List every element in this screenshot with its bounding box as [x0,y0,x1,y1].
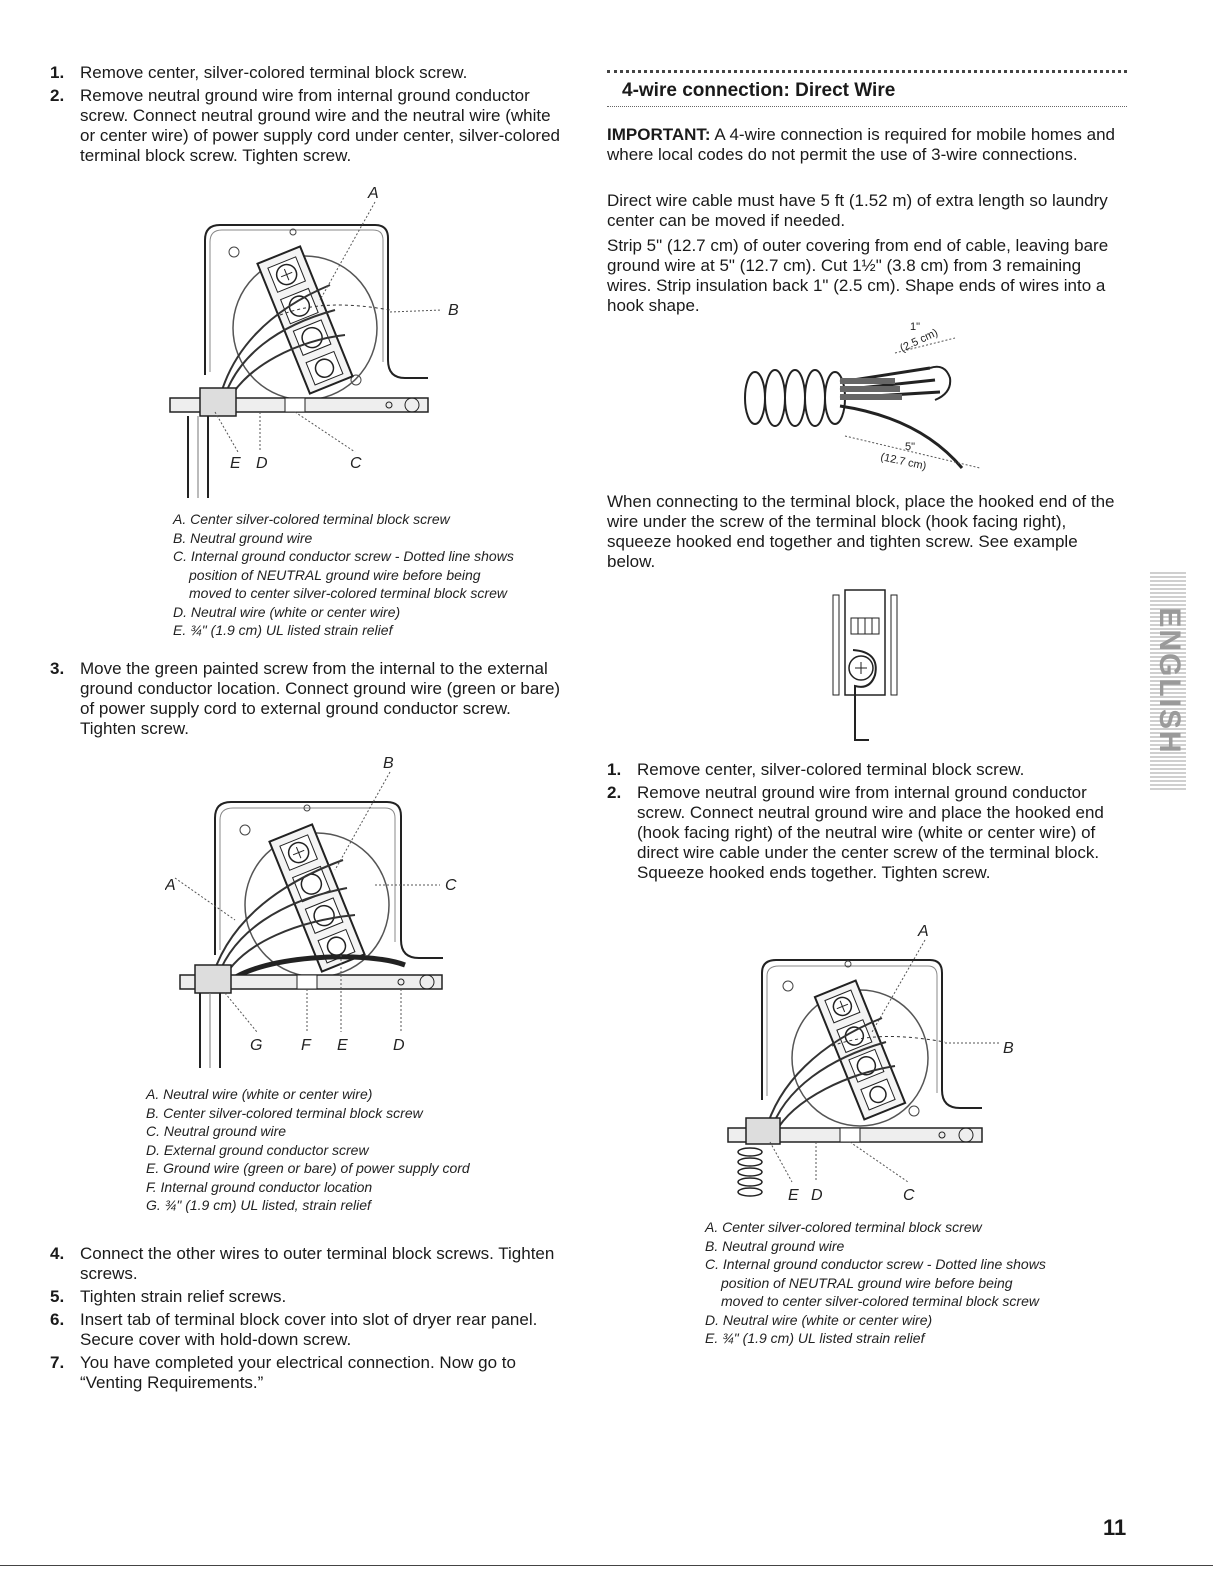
step-number: 1. [607,760,622,779]
hook-example-figure [825,580,915,750]
caption-line: D. External ground conductor screw [146,1141,369,1158]
important-text: A 4-wire connection is required for mobi… [607,125,1116,164]
caption-line: B. Neutral ground wire [173,529,313,546]
caption-line: moved to center silver-colored terminal … [189,585,507,601]
figure-label: B [1003,1040,1014,1057]
figure-label: E [337,1037,348,1054]
terminal-block-figure-1: A B C D E [160,180,470,500]
side-tab-label: ENGLISH [1153,607,1186,754]
step-number: 4. [50,1244,65,1263]
important-label: IMPORTANT: [607,125,711,144]
step-number: 2. [607,783,622,802]
section-title: 4-wire connection: Direct Wire [622,80,896,101]
caption-line: A. Neutral wire (white or center wire) [146,1086,373,1102]
caption-line: B. Neutral ground wire [705,1237,845,1254]
cable-strip-figure: 1" (2.5 cm) 5" (12.7 cm) [730,318,990,483]
figure-label: A [367,185,379,202]
figure-label: C [350,455,362,472]
caption-line: position of NEUTRAL ground wire before b… [189,566,481,583]
caption-line: C. Internal ground conductor screw - Dot… [173,548,514,564]
caption-line: E. ¾" (1.9 cm) UL listed strain relief [705,1330,925,1346]
step-text: Insert tab of terminal block cover into … [80,1310,538,1349]
cable-length-paragraph: Direct wire cable must have 5 ft (1.52 m… [607,191,1108,230]
caption-line: F. Internal ground conductor location [146,1178,373,1195]
step-item: 2. Remove neutral ground wire from intern… [607,783,1127,883]
page-number: 11 [1103,1515,1127,1540]
step-text: Remove neutral ground wire from internal… [637,783,1104,882]
step-text: Connect the other wires to outer termina… [80,1244,555,1283]
figure-label: E [788,1187,799,1204]
dimension-label: 5" [905,441,915,453]
step-text: Remove center, silver-colored terminal b… [80,63,468,82]
figure-label: F [301,1037,312,1054]
terminal-block-figure-2: B A C D E F G [165,750,465,1070]
dimension-label: 1" [910,321,920,333]
figure-label: A [165,877,176,894]
step-number: 3. [50,659,65,678]
step-3: 3. Move the green painted screw from the … [50,659,570,742]
caption-line: B. Center silver-colored terminal block … [146,1104,423,1121]
step-item: 6. Insert tab of terminal block cover int… [50,1310,580,1350]
caption-line: C. Neutral ground wire [146,1123,287,1139]
section-top-rule [607,70,1127,73]
caption-line: D. Neutral wire (white or center wire) [705,1311,933,1328]
hook-paragraph: When connecting to the terminal block, p… [607,492,1115,571]
steps-4-7: 4. Connect the other wires to outer termi… [50,1244,580,1396]
step-text: Remove neutral ground wire from internal… [80,86,560,165]
figure-label: G [250,1037,262,1054]
figure-label: B [383,755,394,772]
caption-line: A. Center silver-colored terminal block … [705,1219,982,1235]
step-number: 5. [50,1287,65,1306]
figure-3-caption: A. Center silver-colored terminal block … [705,1218,1125,1348]
caption-line: position of NEUTRAL ground wire before b… [721,1274,1013,1291]
bottom-rule [0,1565,1213,1566]
step-item: 2. Remove neutral ground wire from intern… [50,86,570,166]
terminal-block-figure-3: A B C D E [720,918,1030,1208]
caption-line: D. Neutral wire (white or center wire) [173,603,401,620]
figure-label: D [811,1187,823,1204]
figure-1-caption: A. Center silver-colored terminal block … [173,510,573,640]
step-item: 1. Remove center, silver-colored terminal… [607,760,1127,780]
step-number: 6. [50,1310,65,1329]
figure-label: D [393,1037,405,1054]
step-text: Move the green painted screw from the in… [80,659,561,738]
figure-label: C [445,877,457,894]
step-item: 5. Tighten strain relief screws. [50,1287,580,1307]
step-text: You have completed your electrical conne… [80,1353,516,1392]
step-item: 4. Connect the other wires to outer termi… [50,1244,580,1284]
caption-line: A. Center silver-colored terminal block … [173,511,450,527]
step-number: 7. [50,1353,65,1372]
figure-label: E [230,455,241,472]
steps-1-2: 1. Remove center, silver-colored terminal… [50,63,570,169]
important-paragraph: IMPORTANT: A 4-wire connection is requir… [607,125,1127,165]
step-item: 1. Remove center, silver-colored terminal… [50,63,570,83]
caption-line: E. Ground wire (green or bare) of power … [146,1160,470,1176]
figure-label: C [903,1187,915,1204]
english-side-tab: ENGLISH [1150,572,1186,790]
dimension-label: (12.7 cm) [879,451,927,472]
step-item: 3. Move the green painted screw from the … [50,659,570,739]
figure-label: B [448,302,459,319]
step-text: Remove center, silver-colored terminal b… [637,760,1025,779]
step-item: 7. You have completed your electrical con… [50,1353,580,1393]
caption-line: G. ¾" (1.9 cm) UL listed, strain relief [146,1197,371,1213]
caption-line: C. Internal ground conductor screw - Dot… [705,1256,1046,1272]
caption-line: E. ¾" (1.9 cm) UL listed strain relief [173,622,393,638]
step-number: 1. [50,63,65,82]
strip-paragraph: Strip 5" (12.7 cm) of outer covering fro… [607,236,1109,315]
figure-2-caption: A. Neutral wire (white or center wire) B… [146,1085,566,1215]
section-title-rule [607,106,1127,107]
caption-line: moved to center silver-colored terminal … [721,1293,1039,1309]
figure-label: A [917,923,929,940]
direct-wire-steps: 1. Remove center, silver-colored terminal… [607,760,1127,886]
step-number: 2. [50,86,65,105]
figure-label: D [256,455,268,472]
step-text: Tighten strain relief screws. [80,1287,287,1306]
